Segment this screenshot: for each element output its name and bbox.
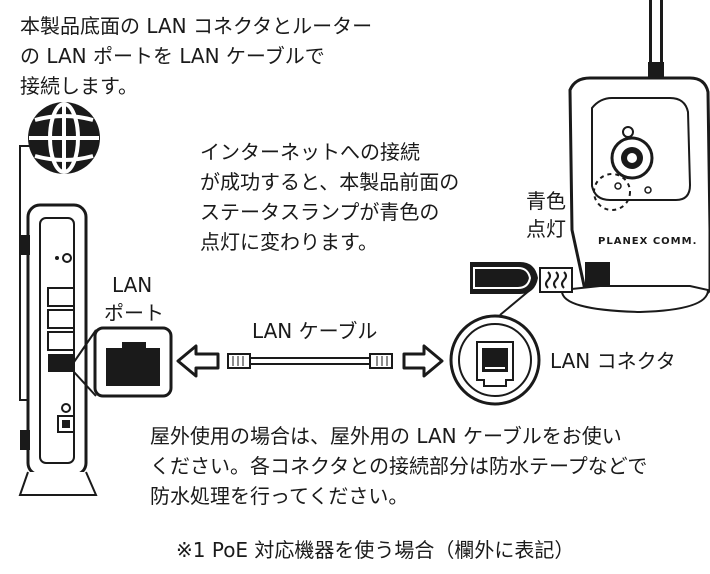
camera-brand: PLANEX COMM. bbox=[598, 236, 698, 247]
arrow-left-icon bbox=[176, 344, 220, 378]
status-note-line-1: インターネットへの接続 bbox=[200, 140, 420, 164]
lan-port-label-line-1: LAN bbox=[112, 273, 153, 297]
status-note-line-3: ステータスランプが青色の bbox=[200, 200, 440, 224]
lamp-label-line-2: 点灯 bbox=[526, 217, 566, 241]
rj45-connector-icon bbox=[449, 289, 541, 406]
outdoor-note-line-2: ください。各コネクタとの接続部分は防水テープなどで bbox=[150, 454, 648, 478]
footnote: ※1 PoE 対応機器を使う場合（欄外に表記） bbox=[176, 538, 575, 562]
lan-port-label-line-2: ポート bbox=[104, 301, 164, 325]
status-note-line-4: 点灯に変わります。 bbox=[200, 230, 378, 254]
instruction-line-2: の LAN ポートを LAN ケーブルで bbox=[20, 44, 325, 68]
status-note-line-2: が成功すると、本製品前面の bbox=[200, 170, 460, 194]
lamp-label-line-1: 青色 bbox=[526, 189, 566, 213]
outdoor-note-line-3: 防水処理を行ってください。 bbox=[150, 484, 409, 508]
outdoor-note-line-1: 屋外使用の場合は、屋外用の LAN ケーブルをお使い bbox=[150, 424, 622, 448]
router bbox=[18, 203, 98, 496]
instruction-line-3: 接続します。 bbox=[20, 74, 138, 98]
lan-cable-label: LAN ケーブル bbox=[252, 319, 378, 343]
instruction-line-1: 本製品底面の LAN コネクタとルーター bbox=[20, 14, 373, 38]
lan-cable bbox=[227, 353, 393, 369]
camera bbox=[470, 0, 710, 314]
arrow-right-icon bbox=[402, 344, 444, 378]
lan-connector-label: LAN コネクタ bbox=[550, 349, 676, 373]
globe-icon bbox=[28, 102, 100, 174]
rj45-port-icon bbox=[73, 326, 173, 398]
